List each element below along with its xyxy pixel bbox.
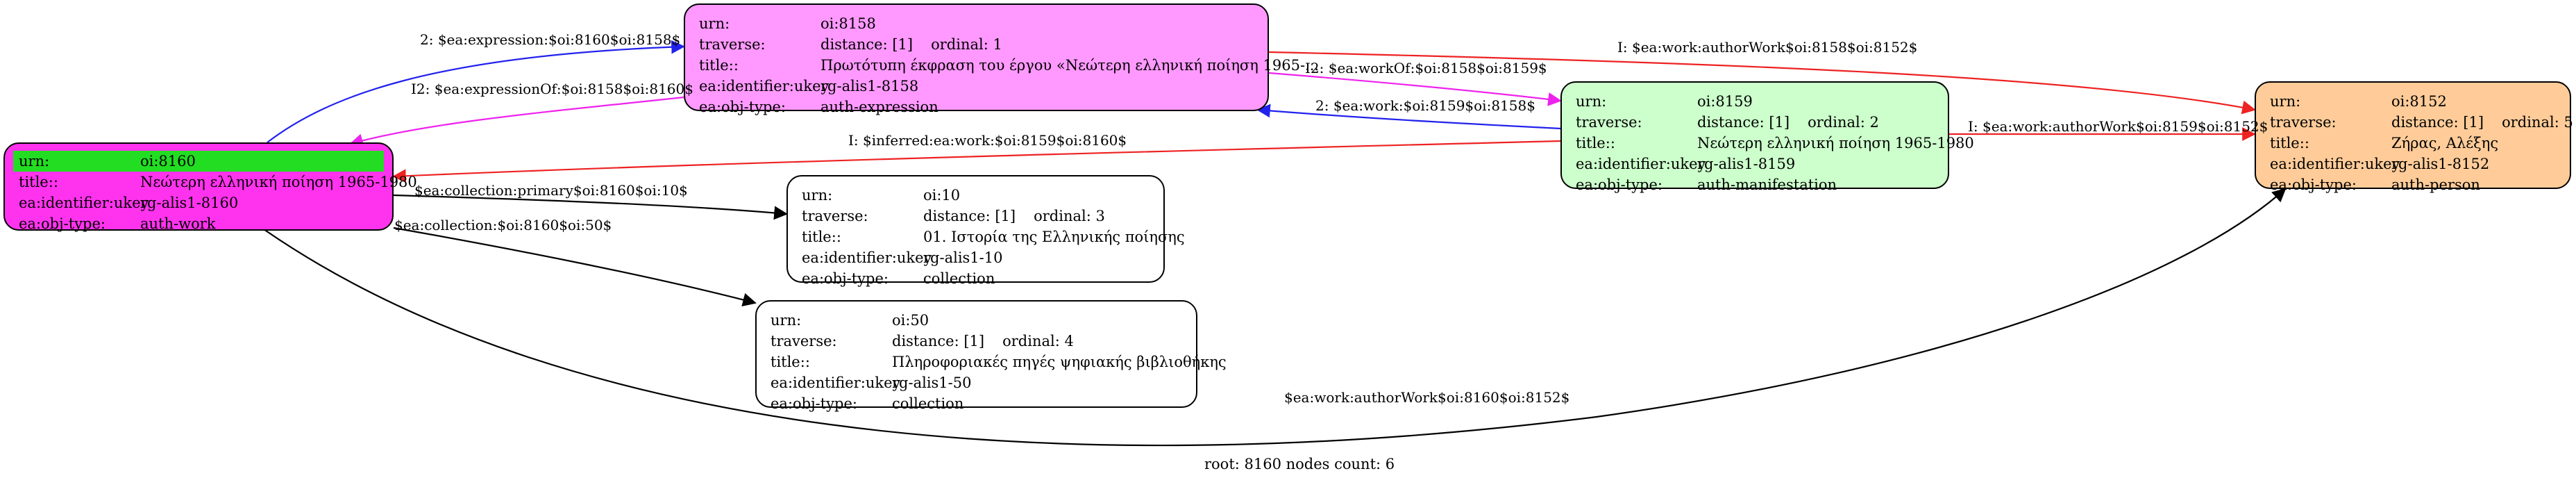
type-key: ea:obj-type:: [2270, 176, 2357, 193]
urn-value: oi:8152: [2391, 93, 2447, 110]
edge-label-expression: 2: $ea:expression:$oi:8160$oi:8158$: [420, 31, 681, 48]
edge-label-collection-primary: $ea:collection:primary$oi:8160$oi:10$: [414, 182, 688, 199]
title-value: Νεώτερη ελληνική ποίηση 1965-1980: [1697, 135, 1974, 151]
urn-value: oi:8159: [1697, 93, 1753, 110]
ukey-value: rg-alis1-8160: [140, 195, 239, 211]
type-key: ea:obj-type:: [1576, 176, 1662, 193]
edge-expression-of: [349, 96, 684, 147]
edge-label-collection: $ea:collection:$oi:8160$oi:50$: [394, 217, 612, 233]
urn-key: urn:: [802, 187, 833, 204]
root-node-count-label: root: 8160 nodes count: 6: [1204, 456, 1395, 472]
type-value: auth-manifestation: [1697, 176, 1837, 193]
distance-value: distance: [1]: [820, 36, 914, 53]
type-key: ea:obj-type:: [771, 395, 857, 412]
title-key: title::: [771, 354, 810, 370]
distance-value: distance: [1]: [892, 333, 985, 349]
edge-work-8159: [1256, 104, 1561, 130]
edge-author-8160: [263, 188, 2287, 447]
type-value: auth-expression: [820, 99, 938, 115]
node-8152[interactable]: urn: oi:8152 traverse: distance: [1] ordi…: [2255, 81, 2573, 193]
distance-value: distance: [1]: [2391, 114, 2484, 131]
ukey-value: rg-alis1-50: [892, 374, 972, 391]
edge-inferred: [392, 140, 1561, 183]
type-value: auth-work: [140, 215, 216, 232]
title-value: Νεώτερη ελληνική ποίηση 1965-1980: [140, 174, 417, 190]
ukey-value: rg-alis1-8159: [1697, 156, 1796, 172]
traverse-key: traverse:: [802, 208, 868, 224]
type-value: collection: [892, 395, 964, 412]
urn-value: oi:50: [892, 312, 929, 329]
title-key: title::: [19, 174, 58, 190]
ukey-value: rg-alis1-8152: [2391, 156, 2490, 172]
ordinal-value: ordinal: 3: [1034, 208, 1105, 224]
ordinal-value: ordinal: 4: [1002, 333, 1074, 349]
title-value: Πρωτότυπη έκφραση του έργου «Νεώτερη ελλ…: [820, 57, 1320, 74]
urn-key: urn:: [2270, 93, 2301, 110]
title-key: title::: [699, 57, 739, 74]
distance-value: distance: [1]: [1697, 114, 1790, 131]
edge-expression: [267, 40, 685, 143]
urn-value: oi:10: [923, 187, 961, 204]
edge-collection: [393, 226, 757, 307]
node-8159[interactable]: urn: oi:8159 traverse: distance: [1] ordi…: [1560, 81, 1974, 193]
ukey-key: ea:identifier:ukey: [1576, 156, 1706, 172]
title-value: Πληροφοριακές πηγές ψηφιακής βιβλιοθήκης: [892, 354, 1227, 370]
urn-key: urn:: [1576, 93, 1607, 110]
ukey-key: ea:identifier:ukey: [699, 78, 830, 94]
type-key: ea:obj-type:: [19, 215, 106, 232]
type-key: ea:obj-type:: [802, 270, 889, 287]
edge-label-inferred: I: $inferred:ea:work:$oi:8159$oi:8160$: [848, 132, 1127, 149]
title-key: title::: [802, 229, 841, 245]
ordinal-value: ordinal: 5: [2502, 114, 2573, 131]
edge-author-8158: [1268, 51, 2256, 115]
urn-key: urn:: [771, 312, 802, 329]
edge-label-expression-of: I2: $ea:expressionOf:$oi:8158$oi:8160$: [411, 81, 693, 97]
type-value: auth-person: [2391, 176, 2480, 193]
node-50[interactable]: urn: oi:50 traverse: distance: [1] ordina…: [755, 300, 1227, 412]
urn-value: oi:8158: [820, 15, 876, 32]
node-8160[interactable]: urn: oi:8160 title:: Νεώτερη ελληνική πο…: [3, 142, 417, 232]
ukey-key: ea:identifier:ukey: [2270, 156, 2400, 172]
traverse-key: traverse:: [771, 333, 837, 349]
title-value: Ζήρας, Αλέξης: [2391, 135, 2499, 151]
edge-collection-primary: [393, 194, 788, 220]
urn-key: urn:: [699, 15, 730, 32]
node-10[interactable]: urn: oi:10 traverse: distance: [1] ordina…: [786, 175, 1185, 287]
type-value: collection: [923, 270, 995, 287]
ukey-key: ea:identifier:ukey: [771, 374, 901, 391]
title-value: 01. Ιστορία της Ελληνικής ποίησης: [923, 229, 1185, 245]
edge-label-work-of: I2: $ea:workOf:$oi:8158$oi:8159$: [1305, 60, 1547, 76]
type-key: ea:obj-type:: [699, 99, 786, 115]
urn-key: urn:: [19, 153, 50, 170]
ukey-key: ea:identifier:ukey: [802, 249, 932, 266]
traverse-key: traverse:: [1576, 114, 1642, 131]
edge-work-of: [1268, 72, 1562, 106]
ukey-value: rg-alis1-10: [923, 249, 1003, 266]
edge-label-author-8158: I: $ea:work:authorWork$oi:8158$oi:8152$: [1617, 39, 1918, 56]
traverse-key: traverse:: [2270, 114, 2337, 131]
edge-label-work-8159: 2: $ea:work:$oi:8159$oi:8158$: [1315, 97, 1535, 114]
node-8158[interactable]: urn: oi:8158 traverse: distance: [1] ordi…: [684, 3, 1319, 115]
urn-value: oi:8160: [140, 153, 196, 170]
edge-label-author-8160: $ea:work:authorWork$oi:8160$oi:8152$: [1284, 389, 1570, 406]
traverse-key: traverse:: [699, 36, 766, 53]
title-key: title::: [2270, 135, 2309, 151]
distance-value: distance: [1]: [923, 208, 1016, 224]
edge-label-author-8159: I: $ea:work:authorWork$oi:8159$oi:8152$: [1968, 118, 2268, 135]
ordinal-value: ordinal: 1: [931, 36, 1002, 53]
ordinal-value: ordinal: 2: [1808, 114, 1879, 131]
title-key: title::: [1576, 135, 1615, 151]
ukey-value: rg-alis1-8158: [820, 78, 919, 94]
ukey-key: ea:identifier:ukey: [19, 195, 149, 211]
